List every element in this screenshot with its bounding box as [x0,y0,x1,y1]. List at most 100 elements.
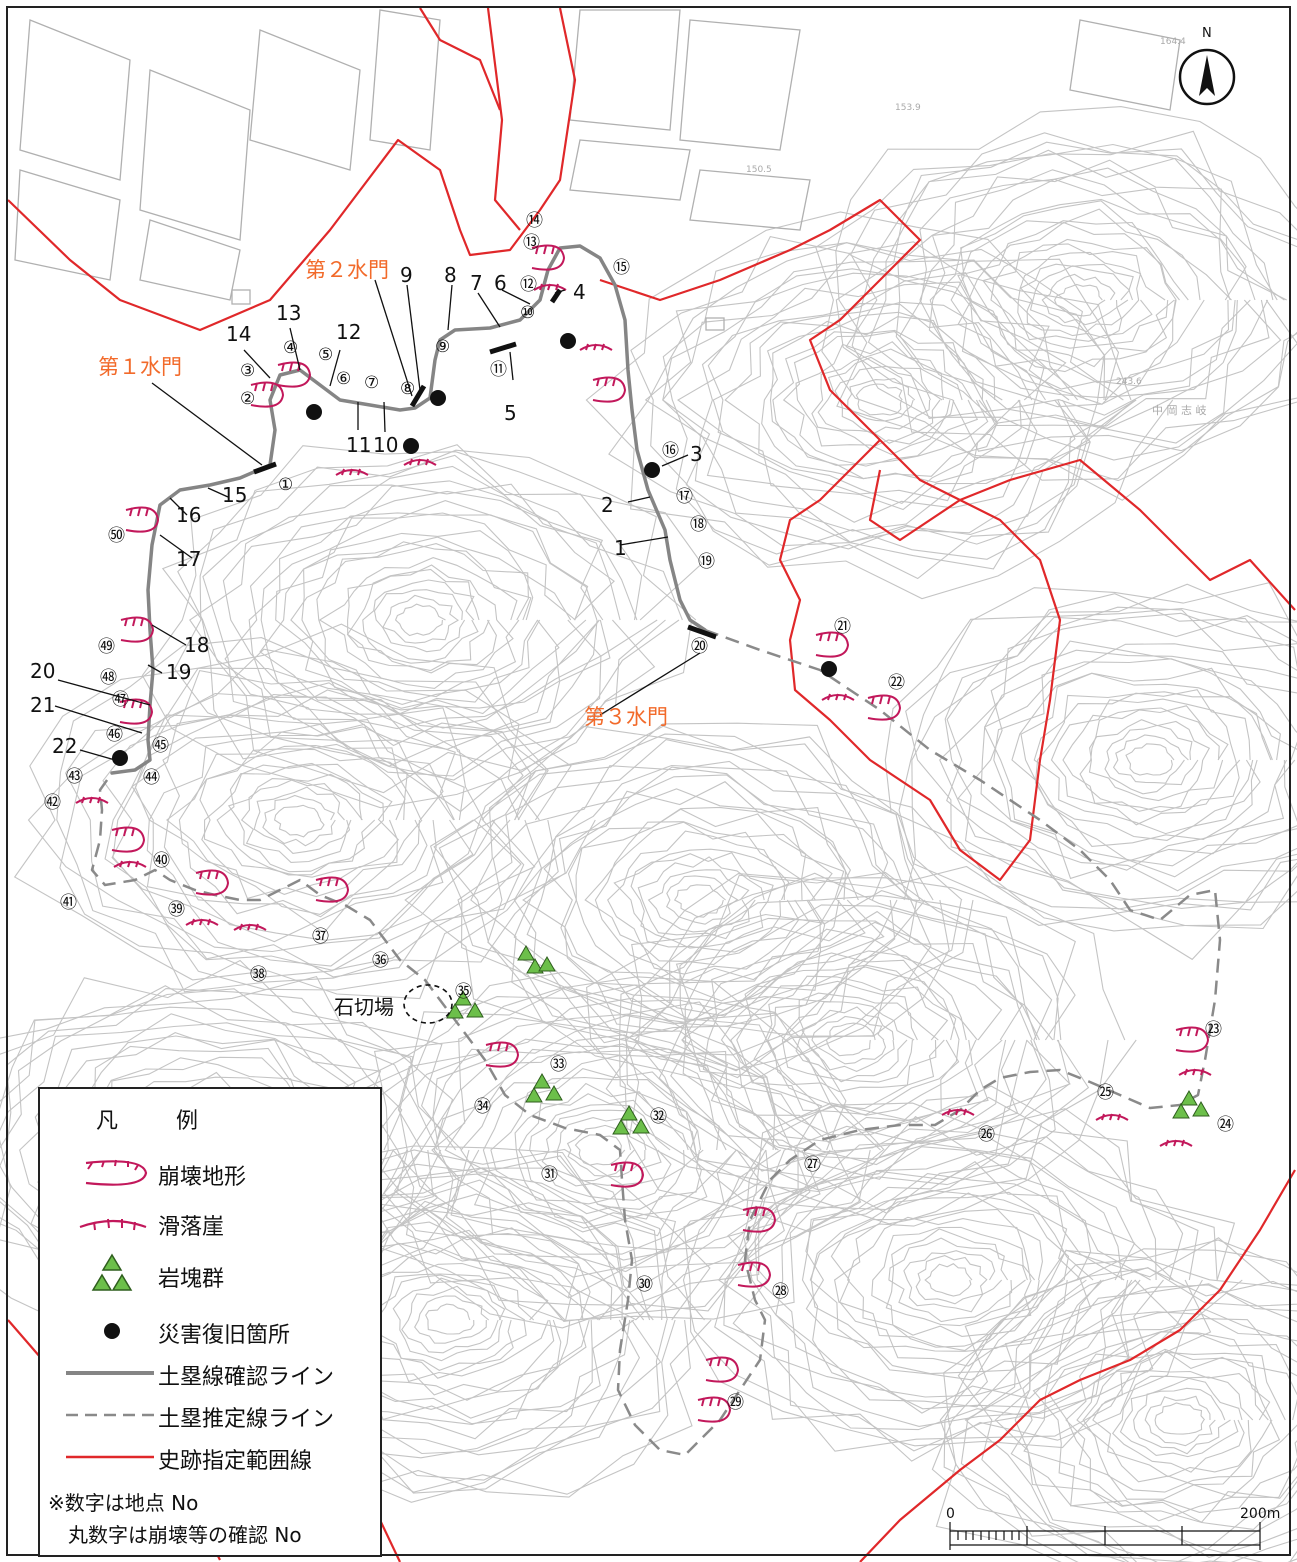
contour-line [199,744,406,895]
contour-line [724,302,1033,505]
contour-line [810,1191,1094,1375]
contour-line [574,1134,626,1166]
contour-line [898,582,1297,961]
circled-number: ㉛ [541,1165,558,1185]
contour-line [1092,1370,1269,1478]
hachure-tick [327,877,331,887]
contour-line [470,733,934,1071]
legend-title: 凡 例 [96,1109,217,1134]
contour-line [888,1237,1013,1323]
contour-line [514,1082,704,1215]
contour-line [513,774,885,1025]
contour-line [431,1034,779,1251]
point-number: 3 [690,442,703,466]
circled-number: ㉑ [834,617,851,637]
contour-line [432,1014,799,1273]
collapse-landform [277,361,312,388]
contour-line [394,603,446,637]
collapse-landform-icon [85,1159,148,1186]
contour-line [56,637,559,993]
boundary-line-icon [66,1455,154,1459]
hachure-tick [539,283,543,291]
contour-line [1033,689,1254,835]
circled-number: ㉖ [978,1125,995,1145]
confirmed-line-icon [66,1371,154,1375]
collapse-landform [111,826,146,853]
contour-line [676,281,1076,532]
contour-line [513,764,918,1036]
circled-number: ㊸ [66,767,83,787]
hachure-tick [349,468,353,476]
contour-line [607,830,800,966]
contour-line [1154,1402,1206,1435]
contour-line [1019,263,1140,339]
circled-number: ㉜ [650,1107,667,1127]
point-number: 9 [400,263,413,287]
collapse-landform [815,631,850,658]
point-number: 6 [494,271,507,295]
gate1-label: 第１水門 [98,355,182,379]
estimated-line-icon [66,1413,154,1417]
hachure-tick [543,245,547,255]
contour-line [730,964,978,1119]
hachure-tick [827,632,831,642]
contour-line [743,1132,1133,1427]
hachure-tick [145,507,149,517]
contour-line [946,606,1297,909]
circled-number: ㊹ [143,768,160,788]
collapse-landform [737,1261,772,1288]
contour-line [316,541,532,698]
hachure-tick [614,1162,618,1172]
contour-line [401,1285,502,1354]
contour-line [564,806,845,1002]
rock-clusters [446,945,1210,1135]
contour-line [957,1267,1297,1562]
hachure-tick [289,362,293,372]
contour-line [13,623,596,1000]
contour-line [769,316,1003,480]
hachure-tick [1165,1139,1169,1147]
circled-number: ② [240,389,255,409]
contour-line [227,773,376,873]
legend-row-recovery: 災害復旧箇所 [40,1311,380,1351]
contour-line [543,788,852,1011]
contour-line [633,890,1071,1191]
earthwork-estimated-line [90,628,1222,1457]
contour-line [982,238,1177,368]
contour-line [847,378,916,422]
hachure-tick [140,617,144,627]
hachure-tick [1200,1068,1204,1076]
hachure-tick [754,1207,758,1217]
circled-number: ⑦ [364,373,379,393]
hachure-tick [762,1207,766,1217]
circled-number: ㊻ [106,725,123,745]
contour-line [885,1228,1028,1327]
contour-line [1076,1350,1273,1486]
hachure-tick [1187,1027,1191,1037]
collapse-landform [867,694,902,721]
contour-line [59,667,548,978]
contour-line [104,682,524,971]
hachure-tick [497,1042,501,1052]
hachure-tick [254,382,258,392]
circled-number: ⑧ [400,379,415,399]
circled-number: ㉝ [550,1055,567,1075]
leader-lines [54,279,701,761]
contour-line [658,904,1047,1172]
contour-line [801,1006,895,1072]
contour-line [404,725,974,1089]
legend-note-1: ※数字は地点 No [48,1491,199,1515]
circled-number: ㊿ [108,526,125,546]
contour-line [1082,1348,1281,1493]
contour-line [957,649,1297,892]
collapse-landform [125,506,160,533]
scale-zero-label: 0 [946,1506,955,1522]
point-number: 19 [166,660,191,684]
disaster-recovery-points [112,333,837,766]
contour-line [911,583,1297,932]
contour-line [64,669,532,978]
contour-line [1065,1351,1297,1500]
hachure-tick [835,693,839,701]
circled-number: ⑥ [336,369,351,389]
contour-line [1029,265,1131,333]
